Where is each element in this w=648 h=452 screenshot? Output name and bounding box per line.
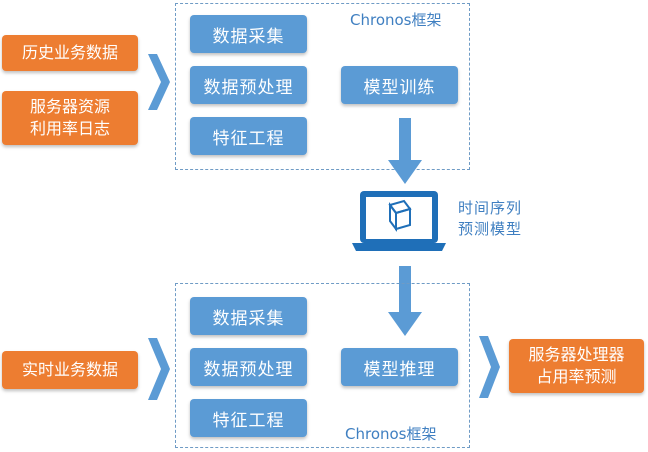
model-training-box: 模型训练 [341,66,458,104]
output-arrow [479,336,500,398]
bottom-input-arrow [148,338,170,400]
top-feature-engineering-box: 特征工程 [190,117,307,155]
output-label-line1: 服务器处理器 [528,345,625,364]
realtime-data-label: 实时业务数据 [21,360,118,379]
laptop-model-icon [352,191,446,251]
resource-log-label-line2: 利用率日志 [29,119,110,138]
resource-log-label-line1: 服务器资源 [29,97,110,116]
resource-log-box: 服务器资源 利用率日志 [2,91,138,145]
bottom-data-preprocessing-box: 数据预处理 [190,348,307,386]
model-label-line1: 时间序列 [458,199,523,217]
top-input-arrow [148,54,170,110]
top-chronos-frame [175,3,470,170]
bottom-data-collection-box: 数据采集 [190,297,307,335]
history-data-box: 历史业务数据 [2,35,138,71]
bottom-frame-label: Chronos框架 [345,425,437,443]
history-data-label: 历史业务数据 [21,43,118,62]
model-inference-box: 模型推理 [341,348,458,386]
top-frame-label: Chronos框架 [350,11,442,29]
realtime-data-box: 实时业务数据 [2,351,138,389]
top-data-collection-box: 数据采集 [190,15,307,53]
train-to-model-arrow [388,118,422,184]
bottom-feature-engineering-box: 特征工程 [190,399,307,437]
model-label-line2: 预测模型 [458,220,523,238]
cpu-usage-prediction-box: 服务器处理器 占用率预测 [509,339,644,393]
model-to-infer-arrow [388,266,422,336]
top-data-preprocessing-box: 数据预处理 [190,66,307,104]
output-label-line2: 占用率预测 [536,367,617,386]
model-label: 时间序列 预测模型 [458,198,522,240]
bottom-chronos-frame [175,283,470,448]
